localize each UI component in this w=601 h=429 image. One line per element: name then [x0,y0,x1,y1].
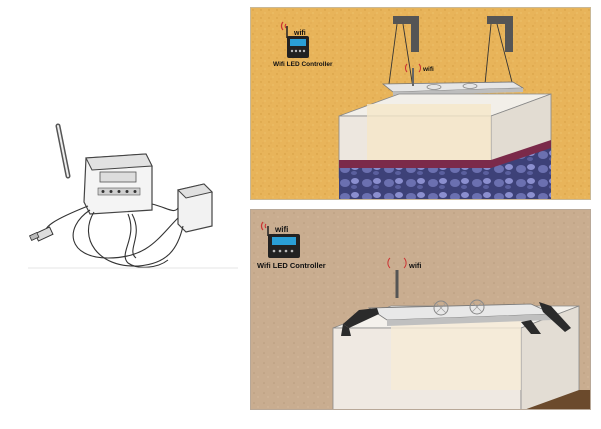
controller-label: Wifi LED Controller [273,61,333,68]
controller-label: Wifi LED Controller [257,261,326,270]
mounted-installation-diagram: wifi Wifi LED Controller wifi [250,209,591,410]
antenna-wifi-label: wifi [422,66,434,73]
controller-wifi-label: wifi [293,30,306,37]
antenna-icon [387,257,407,298]
wifi-controller-icon [280,21,309,58]
cable-icon [45,203,184,268]
led-light-fixture [367,299,554,326]
antenna-icon [405,63,421,86]
controller-device-sketch [28,118,238,278]
hanging-installation-diagram: wifi Wifi LED Controller wifi [250,7,591,200]
mounting-bracket-icon [341,302,571,336]
antenna-icon [55,123,71,179]
hanging-bracket-icon [393,16,513,52]
controller-wifi-label: wifi [274,225,288,234]
suspension-wire-icon [388,23,514,89]
antenna-wifi-label: wifi [408,261,422,270]
wifi-controller-icon [260,221,300,258]
aquarium-tank [338,93,552,199]
connector-plug-icon [28,226,54,242]
power-adapter-icon [177,183,213,233]
controller-box-icon [83,153,153,215]
